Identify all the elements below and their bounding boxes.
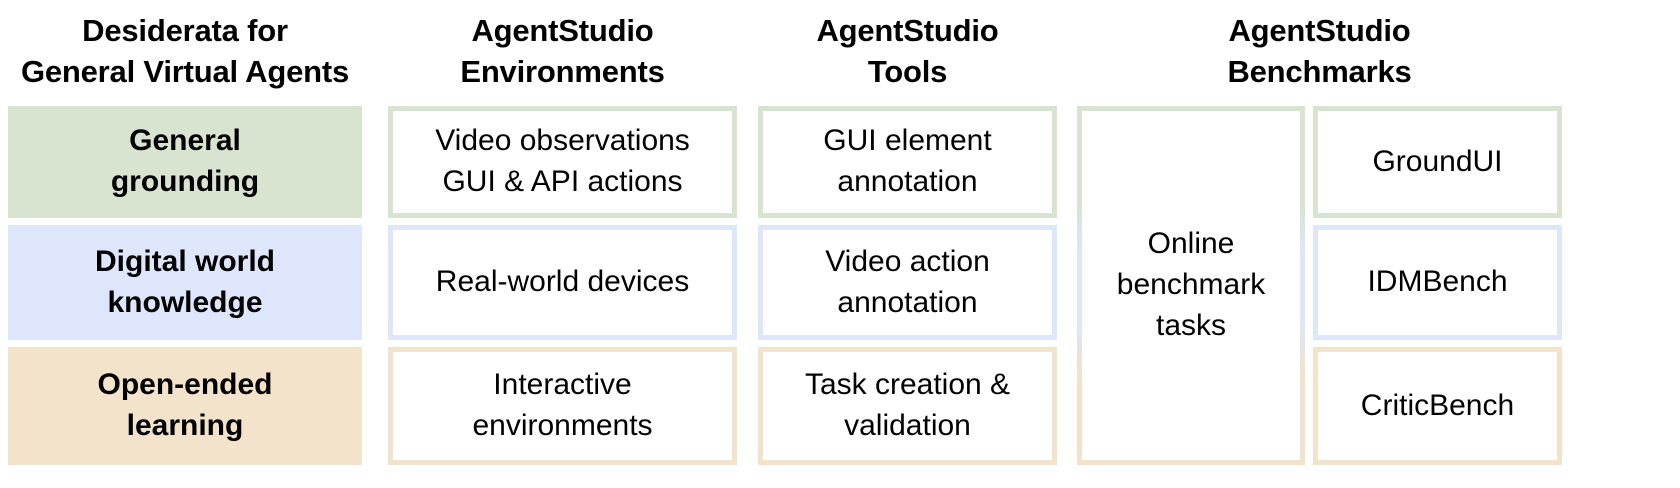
tools-cell-gui-element-annotation-line2: annotation <box>837 165 978 198</box>
desiderata-cell-open-ended-learning-line1: Open-ended <box>97 368 273 402</box>
tools-cell-video-action-annotation-line1: Video action <box>825 244 990 278</box>
desiderata-cell-general-grounding-line2: grounding <box>110 165 260 198</box>
desiderata-cell-digital-world-knowledge: Digital world knowledge <box>8 225 362 340</box>
column-header-benchmarks: AgentStudio Benchmarks <box>1077 10 1562 96</box>
environments-cell-video-observations: Video observations GUI & API actions <box>388 106 737 218</box>
environments-cell-interactive-environments-line1: Interactive <box>493 368 632 402</box>
environments-cell-real-world-devices: Real-world devices <box>388 225 737 340</box>
column-header-tools-line1: AgentStudio <box>816 13 999 48</box>
environments-cell-interactive-environments-line2: environments <box>472 409 653 442</box>
environments-cell-interactive-environments: Interactive environments <box>388 347 737 465</box>
benchmark-cell-online-benchmark-tasks-line1: Online <box>1147 227 1235 261</box>
column-header-benchmarks-line2: Benchmarks <box>1227 54 1412 90</box>
desiderata-cell-digital-world-knowledge-line2: knowledge <box>107 285 263 319</box>
benchmark-cell-online-benchmark-tasks-line3: tasks <box>1155 308 1227 342</box>
column-header-tools: AgentStudio Tools <box>758 10 1057 96</box>
benchmark-cell-idmbench: IDMBench <box>1313 225 1562 340</box>
benchmark-cell-groundui: GroundUI <box>1313 106 1562 218</box>
tools-cell-video-action-annotation: Video action annotation <box>758 225 1057 340</box>
desiderata-cell-digital-world-knowledge-line1: Digital world <box>95 244 275 278</box>
tools-cell-task-creation-validation-line2: validation <box>844 409 971 442</box>
benchmark-cell-online-benchmark-tasks: Online benchmark tasks <box>1077 106 1305 465</box>
column-header-environments-line2: Environments <box>460 54 665 90</box>
desiderata-cell-general-grounding: General grounding <box>8 106 362 218</box>
tools-cell-video-action-annotation-line2: annotation <box>837 285 978 319</box>
benchmark-cell-idmbench-label: IDMBench <box>1367 265 1508 299</box>
benchmark-cell-groundui-label: GroundUI <box>1372 144 1503 178</box>
column-header-desiderata-line2: General Virtual Agents <box>20 54 350 90</box>
benchmark-cell-criticbench-label: CriticBench <box>1360 388 1515 422</box>
tools-cell-gui-element-annotation-line1: GUI element <box>823 124 992 158</box>
benchmark-cell-criticbench: CriticBench <box>1313 347 1562 465</box>
tools-cell-task-creation-validation: Task creation & validation <box>758 347 1057 465</box>
desiderata-cell-general-grounding-line1: General <box>129 124 241 158</box>
column-header-environments: AgentStudio Environments <box>388 10 737 96</box>
benchmark-cell-online-benchmark-tasks-line2: benchmark <box>1116 268 1266 302</box>
column-header-desiderata: Desiderata for General Virtual Agents <box>8 10 362 96</box>
tools-cell-gui-element-annotation: GUI element annotation <box>758 106 1057 218</box>
environments-cell-video-observations-line1: Video observations <box>435 124 690 158</box>
column-header-environments-line1: AgentStudio <box>471 13 654 48</box>
column-header-benchmarks-line1: AgentStudio <box>1228 13 1411 48</box>
tools-cell-task-creation-validation-line1: Task creation & <box>804 368 1011 402</box>
environments-cell-real-world-devices-line1: Real-world devices <box>435 265 690 299</box>
desiderata-cell-open-ended-learning-line2: learning <box>126 409 244 442</box>
column-header-desiderata-line1: Desiderata for <box>82 13 288 48</box>
environments-cell-video-observations-line2: GUI & API actions <box>442 165 683 198</box>
desiderata-cell-open-ended-learning: Open-ended learning <box>8 347 362 465</box>
column-header-tools-line2: Tools <box>867 54 948 90</box>
